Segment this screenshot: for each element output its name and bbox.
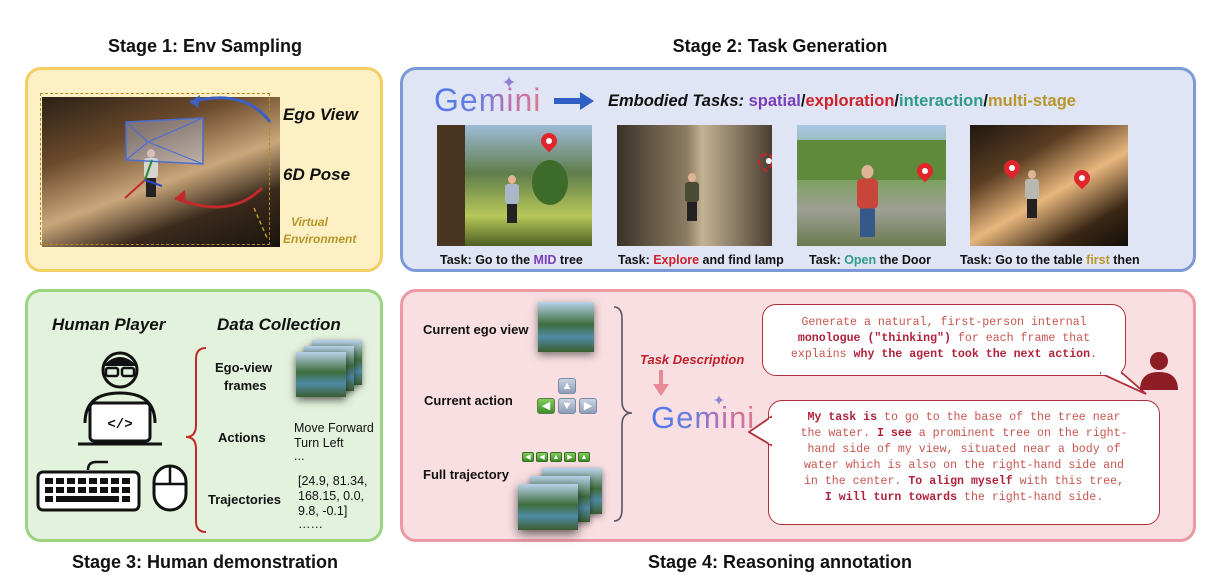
- right-arrow-icon: [554, 92, 594, 110]
- task-type-separator: /: [894, 92, 899, 110]
- gemini-sparkle-icon: [503, 76, 515, 88]
- task-type-multi-stage: multi-stage: [987, 92, 1076, 110]
- task-caption-3: Task: Open the Door: [809, 253, 932, 267]
- traj-key-icon: ◀: [536, 452, 548, 462]
- ego-view-frustum: [124, 95, 272, 241]
- embodied-tasks-prefix: Embodied Tasks:: [608, 92, 749, 110]
- pose-label: 6D Pose: [283, 165, 351, 184]
- ego-frames-label-2: frames: [224, 378, 267, 393]
- down-arrow-icon: [653, 370, 669, 396]
- task-type-exploration: exploration: [805, 92, 895, 110]
- ego-view-label: Ego View: [283, 105, 358, 124]
- current-action-label: Current action: [424, 393, 513, 408]
- stage4-title: Stage 4: Reasoning annotation: [647, 552, 913, 572]
- traj-value-3: 9.8, -0.1]: [298, 504, 348, 518]
- reasoning-bubble-tail: [748, 415, 772, 447]
- keyboard-icon: [36, 460, 141, 512]
- task-caption-4: Task: Go to the table first then: [960, 253, 1140, 267]
- task-type-interaction: interaction: [899, 92, 984, 110]
- trajectories-label: Trajectories: [208, 492, 281, 507]
- ego-frames-stack: [296, 340, 371, 405]
- embodied-tasks-line: Embodied Tasks: spatial/exploration/inte…: [608, 92, 1076, 111]
- stage3-title: Stage 3: Human demonstration: [71, 552, 339, 572]
- traj-value-2: 168.15, 0.0,: [298, 489, 365, 503]
- action-value-3: ...: [294, 449, 305, 463]
- task-image-hallway: [617, 125, 772, 246]
- action-value-1: Move Forward: [294, 421, 374, 435]
- reasoning-bubble: My task is to go to the base of the tree…: [768, 400, 1160, 525]
- environment-dashed-box: [40, 93, 270, 245]
- task-caption-2: Task: Explore and find lamp: [618, 253, 784, 267]
- traj-key-icon: ▲: [578, 452, 590, 462]
- task-caption-1: Task: Go to the MID tree: [440, 253, 583, 267]
- left-key-icon: ◀: [537, 398, 555, 414]
- gemini-logo-bottom: Gemini: [651, 400, 756, 435]
- traj-value-1: [24.9, 81.34,: [298, 474, 368, 488]
- task-type-spatial: spatial: [748, 92, 801, 110]
- human-coder-icon: </>: [78, 351, 162, 446]
- right-key-icon: ▶: [579, 398, 597, 414]
- location-pin-icon: [537, 129, 561, 153]
- location-pin-dashed-icon: [754, 149, 772, 173]
- virtual-env-label-1: Virtual: [291, 215, 328, 229]
- virtual-environment-image: [42, 97, 280, 247]
- data-collection-label: Data Collection: [217, 315, 341, 334]
- current-ego-image: [538, 302, 594, 352]
- task-type-separator: /: [800, 92, 806, 110]
- traj-key-icon: ▶: [564, 452, 576, 462]
- actions-label: Actions: [218, 430, 266, 445]
- collection-brace: [185, 347, 207, 533]
- virtual-env-label-2: Environment: [283, 232, 357, 246]
- user-icon: [1140, 352, 1178, 390]
- human-player-label: Human Player: [52, 315, 166, 334]
- location-pin-icon: [1000, 156, 1024, 180]
- action-value-2: Turn Left: [294, 436, 344, 450]
- ego-frames-label-1: Ego-view: [215, 360, 273, 375]
- task-description-label: Task Description: [640, 352, 745, 367]
- task-image-room: [970, 125, 1128, 246]
- svg-text:</>: </>: [107, 417, 132, 433]
- task-image-street: [797, 125, 946, 246]
- stage1-title: Stage 1: Env Sampling: [107, 36, 303, 56]
- task-image-mid-tree: [437, 125, 592, 246]
- full-trajectory-stack: [518, 468, 610, 540]
- traj-value-4: ……: [298, 517, 323, 531]
- mouse-icon: [152, 464, 188, 512]
- stage2-title: Stage 2: Task Generation: [672, 36, 888, 56]
- traj-key-icon: ▲: [550, 452, 562, 462]
- location-pin-icon: [1070, 166, 1094, 190]
- current-ego-label: Current ego view: [423, 322, 529, 337]
- gemini-logo-top: Gemini: [434, 82, 542, 118]
- prompt-bubble: Generate a natural, first-person interna…: [762, 304, 1126, 376]
- inputs-brace: [613, 306, 633, 522]
- prompt-bubble-tail: [1100, 372, 1147, 395]
- task-type-separator: /: [983, 92, 988, 110]
- full-trajectory-label: Full trajectory: [423, 467, 509, 482]
- traj-key-icon: ◀: [522, 452, 534, 462]
- up-key-icon: ▲: [558, 378, 576, 394]
- gemini-sparkle-icon: [714, 395, 724, 405]
- down-key-icon: ▼: [558, 398, 576, 414]
